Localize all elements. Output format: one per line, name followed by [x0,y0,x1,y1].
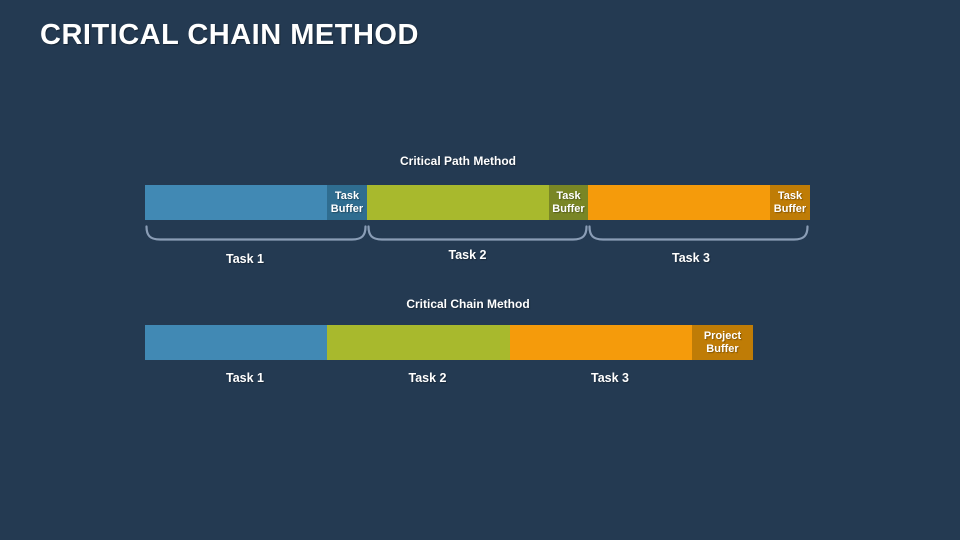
ccm-task1-label: Task 1 [226,371,264,385]
buffer-label-line2: Buffer [330,202,364,215]
cpm-task3-bar [588,185,770,220]
critical-chain-method-bar-row: Project Buffer [145,325,753,360]
task3-brace [588,225,809,241]
project-buffer-line1: Project [703,329,742,342]
cpm-task1-bar [145,185,327,220]
cpm-task2-label: Task 2 [448,248,487,262]
task-braces [145,225,809,241]
ccm-task3-bar [510,325,692,360]
cpm-task1-label: Task 1 [226,252,264,266]
cpm-task1-buffer-segment: Task Buffer [327,185,367,220]
ccm-project-buffer-segment: Project Buffer [692,325,753,360]
cpm-task2-buffer-segment: Task Buffer [549,185,588,220]
buffer-label-line1: Task [777,189,803,202]
cpm-task2-buffer-label: Task Buffer [552,190,584,216]
ccm-task2-label: Task 2 [408,371,447,385]
buffer-label-line1: Task [556,189,581,202]
critical-path-method-bar-row: Task Buffer Task Buffer Task Buffer [145,185,810,220]
buffer-label-line1: Task [334,189,360,202]
cpm-task3-buffer-label: Task Buffer [774,190,806,216]
cpm-task3-label: Task 3 [672,251,710,265]
buffer-label-line2: Buffer [552,202,585,215]
task1-brace [145,225,367,241]
ccm-task3-label: Task 3 [591,371,629,385]
cpm-task2-bar [367,185,549,220]
ccm-task1-bar [145,325,327,360]
project-buffer-line2: Buffer [706,342,739,355]
cpm-task1-buffer-label: Task Buffer [331,190,363,216]
buffer-label-line2: Buffer [773,202,807,215]
task2-brace [367,225,588,241]
ccm-task2-bar [327,325,510,360]
critical-chain-method-heading: Critical Chain Method [406,297,530,311]
cpm-task3-buffer-segment: Task Buffer [770,185,810,220]
slide-title: CRITICAL CHAIN METHOD [40,19,419,51]
ccm-project-buffer-label: Project Buffer [704,330,741,356]
critical-path-method-heading: Critical Path Method [399,154,516,168]
